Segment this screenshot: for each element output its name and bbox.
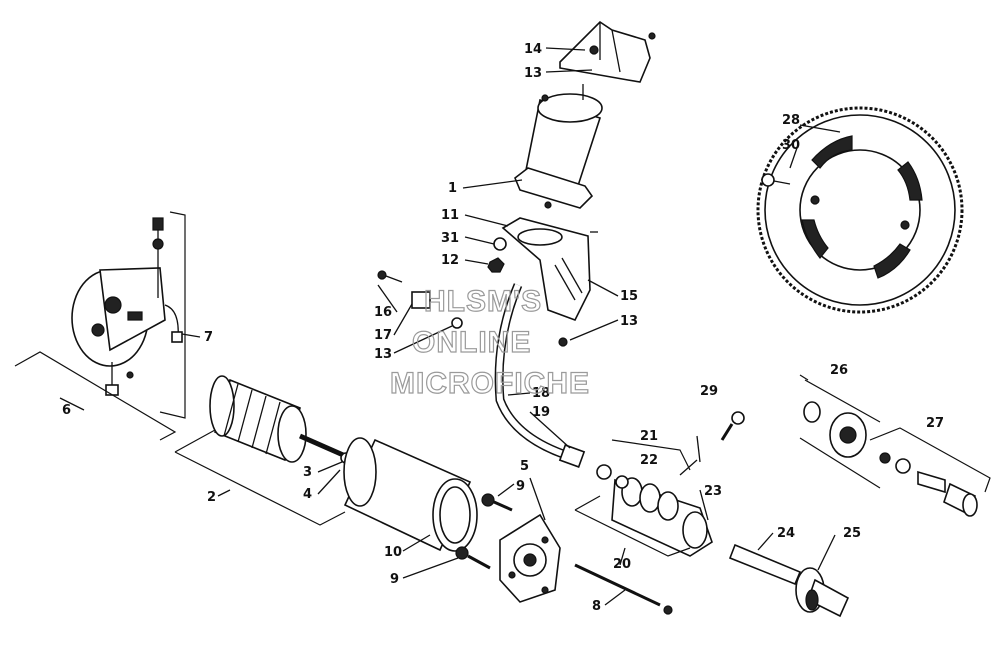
nut-13-right [558, 337, 568, 347]
through-bolt [574, 563, 673, 615]
bracket-line-27 [869, 427, 991, 493]
starter-housing [343, 437, 478, 552]
callout-16: 16 [374, 305, 392, 320]
drive-housing [596, 464, 713, 557]
bracket-line-26 [799, 374, 881, 423]
callout-1: 1 [448, 181, 457, 196]
drive-shaft [728, 543, 850, 618]
callout-20: 20 [613, 557, 631, 572]
nut-13-left [451, 317, 463, 329]
callout-14: 14 [524, 42, 542, 57]
bracket-line-2 [174, 429, 346, 526]
starter-solenoid [514, 84, 603, 209]
callout-7: 7 [204, 330, 213, 345]
bracket-line-21 [611, 439, 691, 471]
callout-4: 4 [303, 487, 312, 502]
brush-holder-assembly [71, 211, 186, 419]
bolt-30 [761, 173, 791, 187]
callout-28: 28 [782, 113, 800, 128]
end-cap [499, 513, 561, 603]
callout-9-lower: 9 [390, 572, 399, 587]
callout-29: 29 [700, 384, 718, 399]
callout-13-left: 13 [374, 347, 392, 362]
callout-26: 26 [830, 363, 848, 378]
bracket-line-20 [574, 495, 691, 557]
callout-19: 19 [532, 405, 550, 420]
watermark-line-3: MICROFICHE [390, 367, 590, 400]
callout-25: 25 [843, 526, 861, 541]
watermark: HLSM'S ONLINE MICROFICHE [389, 284, 590, 400]
callout-23: 23 [704, 484, 722, 499]
callout-10: 10 [384, 545, 402, 560]
callout-3: 3 [303, 465, 312, 480]
callout-5: 5 [520, 459, 529, 474]
mounting-bracket [559, 20, 656, 83]
bendix-drive [803, 401, 978, 517]
bolt-16 [377, 270, 403, 283]
callout-21: 21 [640, 429, 658, 444]
bracket-line-25 [799, 437, 881, 489]
callout-15: 15 [620, 289, 638, 304]
callout-17: 17 [374, 328, 392, 343]
watermark-line-1: HLSM'S [424, 285, 542, 318]
callout-2: 2 [207, 490, 216, 505]
callout-13: 13 [524, 66, 542, 81]
ring-gear [756, 106, 964, 314]
screw-9-upper [481, 493, 513, 512]
starter-cable [494, 283, 586, 468]
nut-12 [487, 257, 505, 273]
callout-24: 24 [777, 526, 795, 541]
screw-9-lower [455, 546, 491, 570]
screw-29 [720, 411, 745, 441]
callout-30: 30 [782, 138, 800, 153]
callout-8: 8 [592, 599, 601, 614]
callout-31: 31 [441, 231, 459, 246]
callout-22: 22 [640, 453, 658, 468]
callout-labels: 14 13 28 30 1 11 31 12 15 16 17 13 13 7 … [62, 42, 944, 614]
bracket-line-6 [14, 351, 177, 441]
armature [209, 375, 352, 464]
callout-18: 18 [532, 386, 550, 401]
nut-31 [493, 237, 507, 251]
callout-27: 27 [926, 416, 944, 431]
solenoid-bracket-plate [501, 217, 598, 321]
clip-17 [411, 291, 431, 309]
leader-lines [59, 47, 841, 606]
watermark-line-2: ONLINE [412, 326, 531, 359]
callout-11: 11 [441, 208, 459, 223]
callout-9-upper: 9 [516, 479, 525, 494]
callout-13-right: 13 [620, 314, 638, 329]
callout-6: 6 [62, 403, 71, 418]
callout-12: 12 [441, 253, 459, 268]
